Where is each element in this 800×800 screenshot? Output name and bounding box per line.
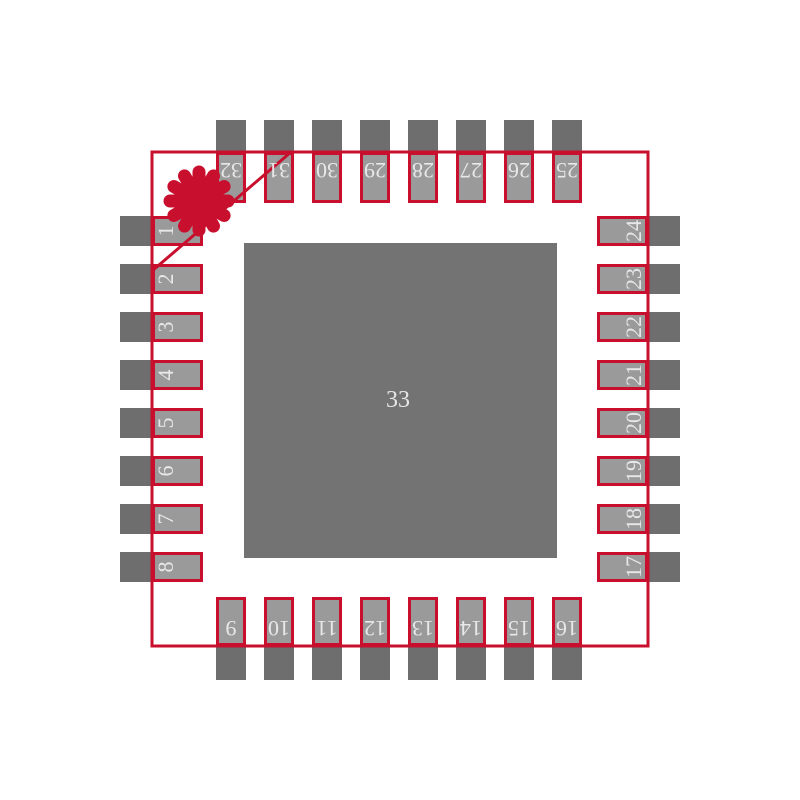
pad-inner-14 <box>456 597 486 646</box>
pad-inner-11 <box>312 597 342 646</box>
pad-inner-10 <box>264 597 294 646</box>
pad-inner-6 <box>152 456 203 486</box>
pad-inner-2 <box>152 264 203 294</box>
pad-inner-5 <box>152 408 203 438</box>
pad-inner-21 <box>597 360 648 390</box>
pad-inner-23 <box>597 264 648 294</box>
pad-inner-15 <box>504 597 534 646</box>
pad-inner-25 <box>552 152 582 203</box>
courtyard-outline[interactable] <box>150 150 650 648</box>
pad-inner-24 <box>597 216 648 246</box>
pad-inner-18 <box>597 504 648 534</box>
pin1-marker-asterisk[interactable] <box>163 165 235 237</box>
pad-inner-7 <box>152 504 203 534</box>
pad-inner-4 <box>152 360 203 390</box>
center-pad-label: 33 <box>386 387 410 413</box>
pad-inner-29 <box>360 152 390 203</box>
pad-inner-30 <box>312 152 342 203</box>
pad-inner-22 <box>597 312 648 342</box>
pad-inner-8 <box>152 552 203 582</box>
pad-inner-31 <box>264 152 294 203</box>
pad-inner-13 <box>408 597 438 646</box>
pad-inner-26 <box>504 152 534 203</box>
pad-inner-28 <box>408 152 438 203</box>
silkscreen-layer <box>150 150 650 648</box>
pad-inner-9 <box>216 597 246 646</box>
pad-inner-16 <box>552 597 582 646</box>
asterisk-spoke-5 <box>178 169 220 233</box>
copper-pads-layer <box>120 120 680 680</box>
pad-inner-19 <box>597 456 648 486</box>
pad-inner-17 <box>597 552 648 582</box>
pad-inner-12 <box>360 597 390 646</box>
pad-inner-3 <box>152 312 203 342</box>
pad-inner-27 <box>456 152 486 203</box>
center-thermal-pad[interactable] <box>244 243 557 558</box>
pad-inner-20 <box>597 408 648 438</box>
